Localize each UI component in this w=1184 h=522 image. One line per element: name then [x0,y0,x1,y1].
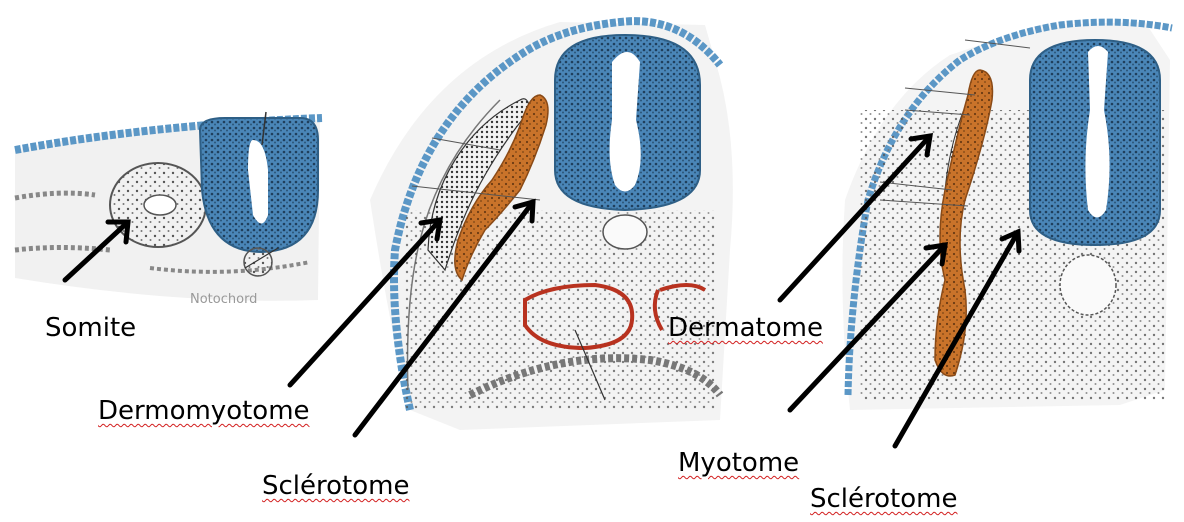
notochord-1 [244,248,272,276]
neural-canal-2 [610,52,641,192]
label-myotome: Myotome [678,450,799,476]
neural-canal-3 [1085,46,1109,218]
notochord-2 [603,215,647,249]
notochord-3 [1060,255,1116,315]
panel-dermomyotome [370,21,733,430]
label-somite: Somite [45,315,136,341]
label-sclerotome-2: Sclérotome [810,486,957,512]
label-dermatome: Dermatome [668,315,823,341]
panel-somite [15,112,322,301]
panel-dermatome [842,22,1172,410]
label-dermomyotome: Dermomyotome [98,398,310,424]
label-sclerotome-1: Sclérotome [262,473,409,499]
somitocoele [144,195,176,215]
notochord-faint-label: Notochord [190,292,257,307]
